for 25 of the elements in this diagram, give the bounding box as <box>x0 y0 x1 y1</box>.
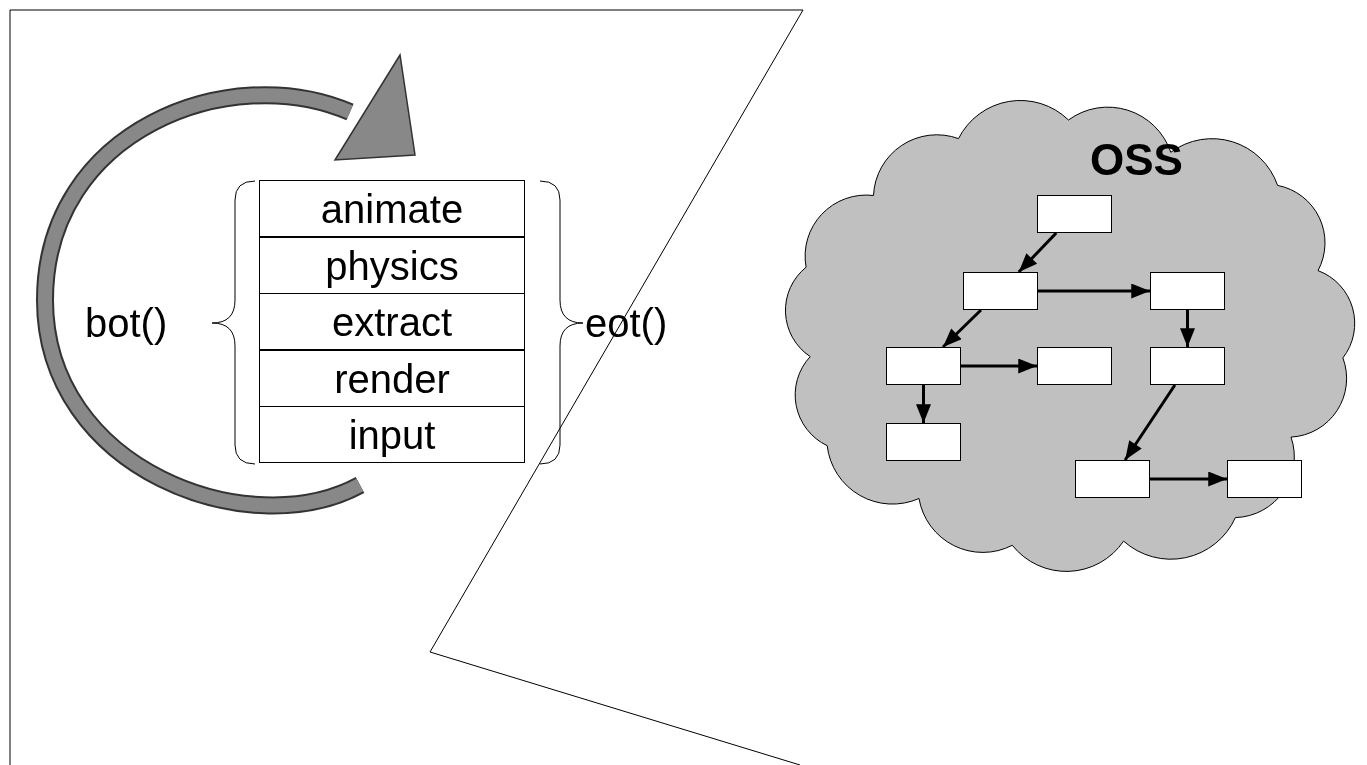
stack-layer: physics <box>259 237 525 294</box>
stack-layer: input <box>259 406 525 463</box>
empty-box <box>1150 347 1225 385</box>
empty-box <box>963 272 1038 310</box>
empty-box <box>1037 347 1112 385</box>
stack-layer: render <box>259 350 525 407</box>
stack-layer: animate <box>259 180 525 237</box>
empty-box <box>1150 272 1225 310</box>
empty-box <box>886 423 961 461</box>
arrow <box>1017 231 1058 274</box>
arrow <box>1123 384 1177 461</box>
arrow <box>961 358 1037 374</box>
arrow <box>1180 310 1195 347</box>
empty-box <box>1075 460 1150 498</box>
arrow <box>1150 471 1227 487</box>
stack-layer: extract <box>259 293 525 350</box>
arrow <box>941 308 983 349</box>
function-label: eot() <box>585 303 668 343</box>
function-label: bot() <box>85 303 168 343</box>
empty-box <box>886 347 961 385</box>
cloud-title: OSS <box>1090 138 1183 182</box>
empty-box <box>1227 460 1302 498</box>
arrow <box>916 385 931 423</box>
arrow <box>1038 283 1150 299</box>
empty-box <box>1037 195 1112 233</box>
